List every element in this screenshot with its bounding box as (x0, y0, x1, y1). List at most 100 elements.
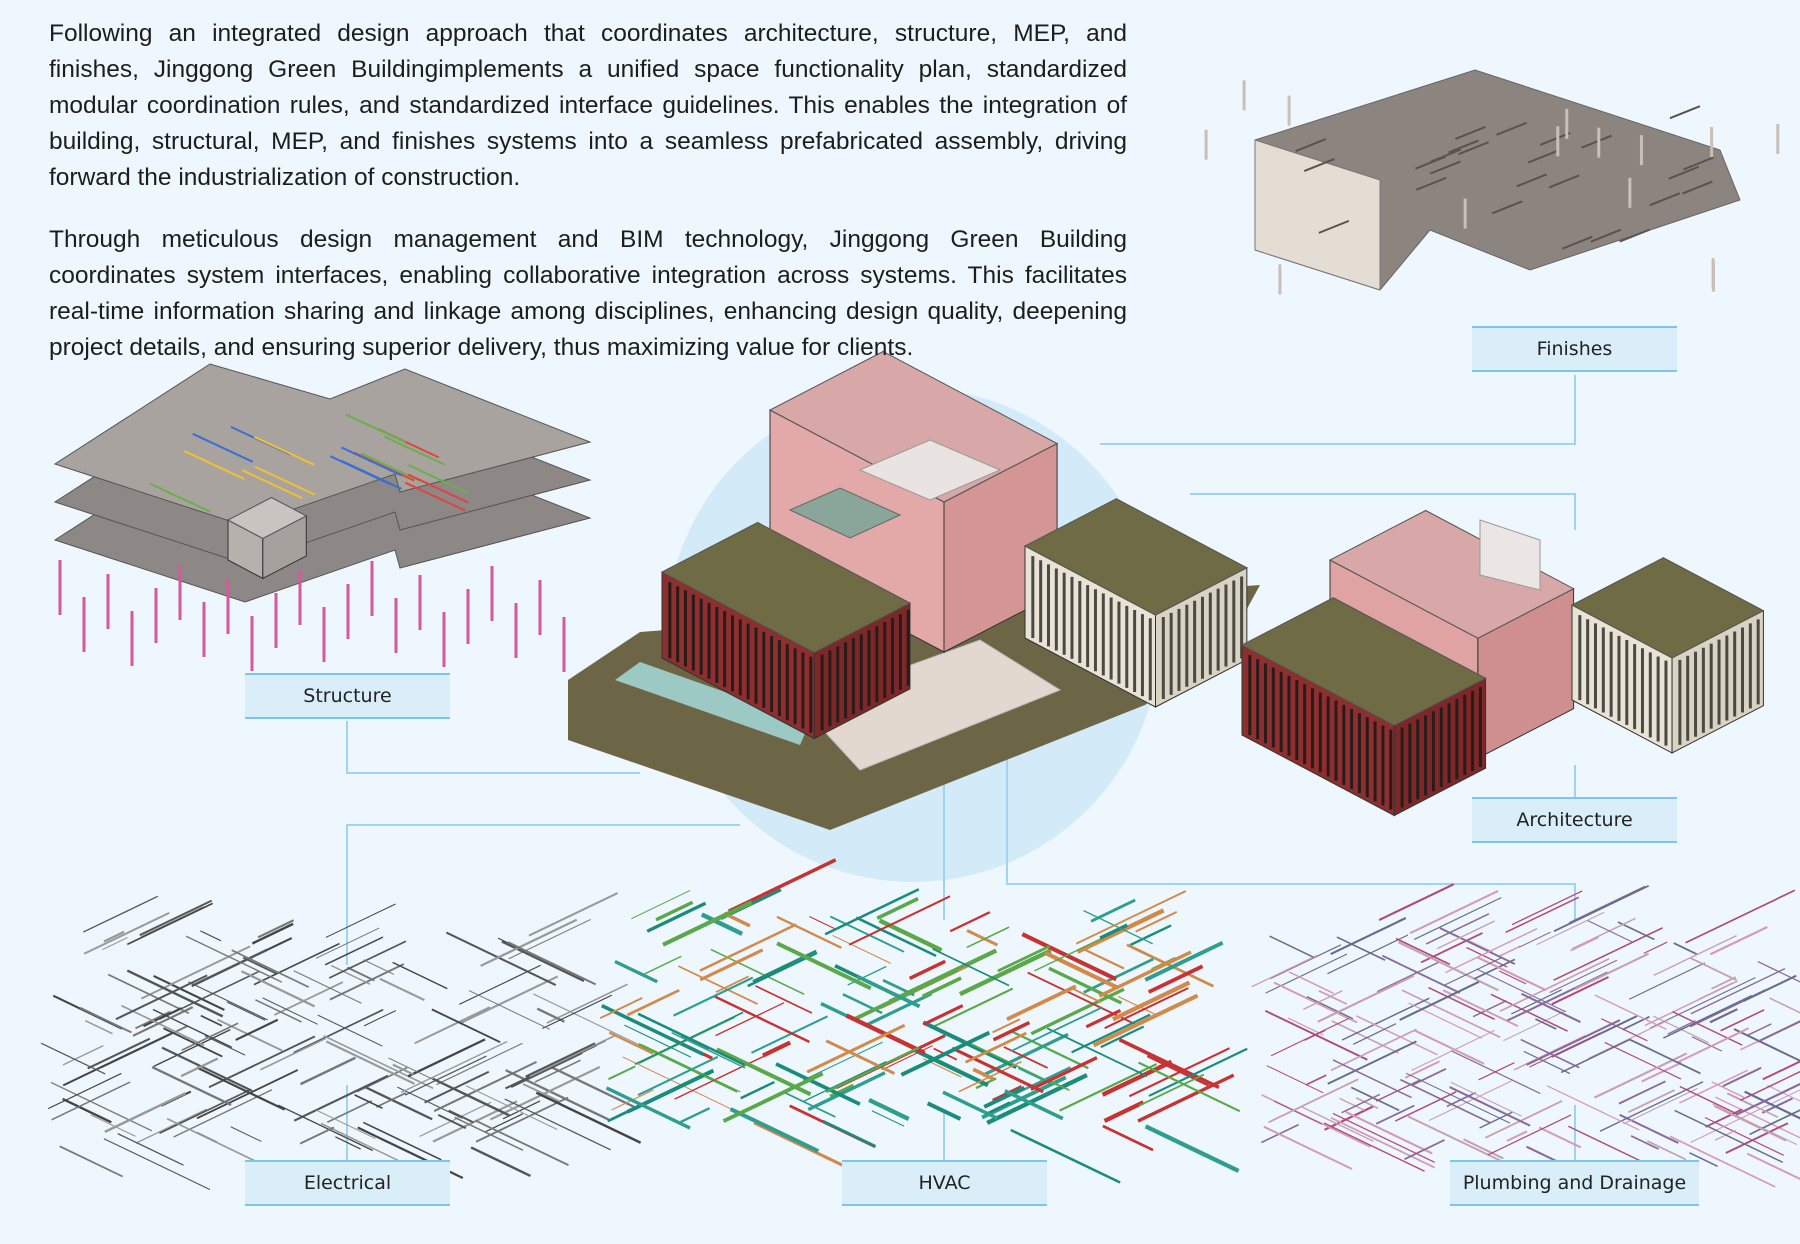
duct-segment (1327, 934, 1409, 975)
duct-segment (260, 1037, 327, 1071)
partition (1455, 126, 1486, 140)
duct-segment (1306, 995, 1354, 1020)
partition (1590, 228, 1622, 243)
duct-segment (325, 903, 396, 938)
duct-segment (1104, 987, 1189, 1030)
duct-segment (1445, 928, 1538, 974)
duct-segment (507, 941, 597, 986)
duct-segment (529, 1034, 617, 1078)
duct-segment (262, 997, 318, 1025)
duct-segment (153, 974, 225, 1011)
mep-pipe (149, 482, 211, 513)
duct-segment (1535, 1018, 1557, 1030)
duct-segment (1444, 957, 1502, 986)
duct-segment (1083, 957, 1154, 994)
duct-segment (1449, 1086, 1531, 1127)
duct-segment (923, 1004, 964, 1026)
duct-segment (1538, 1126, 1582, 1149)
duct-segment (599, 997, 643, 1020)
label-architecture: Architecture (1472, 797, 1677, 843)
duct-segment (196, 1066, 286, 1111)
duct-segment (397, 1086, 463, 1119)
duct-segment (153, 1028, 231, 1068)
duct-segment (855, 916, 937, 958)
duct-segment (1378, 883, 1455, 922)
duct-segment (217, 1018, 283, 1052)
duct-segment (802, 1041, 883, 1081)
duct-segment (1685, 889, 1796, 944)
structure-model (53, 363, 592, 672)
stair-core-roof (226, 496, 308, 539)
partition (1668, 165, 1700, 180)
duct-segment (1397, 941, 1499, 992)
duct-segment (1663, 994, 1753, 1039)
duct-segment (1733, 1028, 1800, 1062)
duct-segment (1473, 958, 1516, 980)
partition (1491, 200, 1523, 215)
duct-segment (1401, 989, 1501, 1039)
duct-segment (1676, 1027, 1750, 1064)
duct-segment (548, 1064, 635, 1108)
duct-segment (235, 1018, 279, 1041)
duct-segment (140, 906, 204, 938)
duct-segment (152, 1008, 233, 1048)
duct-segment (1641, 1061, 1682, 1083)
label-electrical: Electrical (245, 1160, 450, 1206)
duct-segment (1010, 1128, 1121, 1184)
duct-segment (876, 897, 919, 920)
duct-segment (678, 965, 758, 1005)
duct-segment (424, 1070, 490, 1104)
duct-segment (722, 1071, 824, 1123)
duct-segment (987, 1101, 1011, 1115)
duct-segment (407, 1038, 486, 1078)
roof-canopy (858, 439, 1002, 501)
duct-segment (200, 930, 222, 942)
label-plumbing-drainage: Plumbing and Drainage (1450, 1160, 1699, 1206)
duct-segment (926, 1101, 962, 1121)
duct-segment (1382, 954, 1461, 994)
duct-segment (713, 995, 810, 1043)
duct-segment (900, 1030, 991, 1077)
duct-segment (325, 1040, 415, 1085)
duct-segment (330, 964, 371, 985)
partition (1415, 176, 1447, 191)
duct-segment (1713, 1105, 1787, 1142)
duct-segment (1268, 1078, 1359, 1124)
duct-segment (776, 915, 842, 949)
duct-segment (115, 974, 208, 1021)
partition (1318, 219, 1350, 234)
duct-segment (922, 1020, 1018, 1070)
duct-segment (699, 948, 764, 982)
duct-segment (1144, 941, 1224, 982)
duct-segment (1428, 986, 1495, 1020)
mep-pipe (192, 432, 254, 463)
duct-segment (363, 1010, 396, 1027)
duct-segment (608, 1031, 654, 1055)
duct-segment (822, 1119, 876, 1148)
duct-segment (1722, 1066, 1762, 1088)
duct-segment (1715, 1096, 1800, 1139)
partition (1429, 160, 1461, 175)
duct-segment (1690, 1089, 1800, 1143)
duct-segment (806, 1023, 906, 1074)
duct-segment (363, 959, 395, 975)
duct-segment (535, 1091, 642, 1144)
duct-segment (102, 936, 128, 951)
duct-segment (126, 902, 214, 946)
partition (1539, 132, 1571, 146)
label-hvac: HVAC (842, 1160, 1047, 1206)
duct-segment (637, 1055, 719, 1097)
partition (1496, 121, 1527, 136)
reflecting-pool (615, 662, 810, 745)
duct-segment (1425, 913, 1490, 945)
duct-segment (346, 966, 375, 982)
duct-segment (204, 1035, 246, 1056)
duct-segment (1044, 950, 1119, 990)
duct-segment (958, 1060, 1022, 1093)
intro-paragraph-2: Through meticulous design management and… (49, 226, 1127, 361)
duct-segment (293, 970, 362, 1004)
duct-segment (1499, 958, 1610, 1012)
duct-segment (1571, 917, 1636, 950)
duct-segment (159, 1089, 250, 1135)
duct-segment (608, 1065, 636, 1081)
